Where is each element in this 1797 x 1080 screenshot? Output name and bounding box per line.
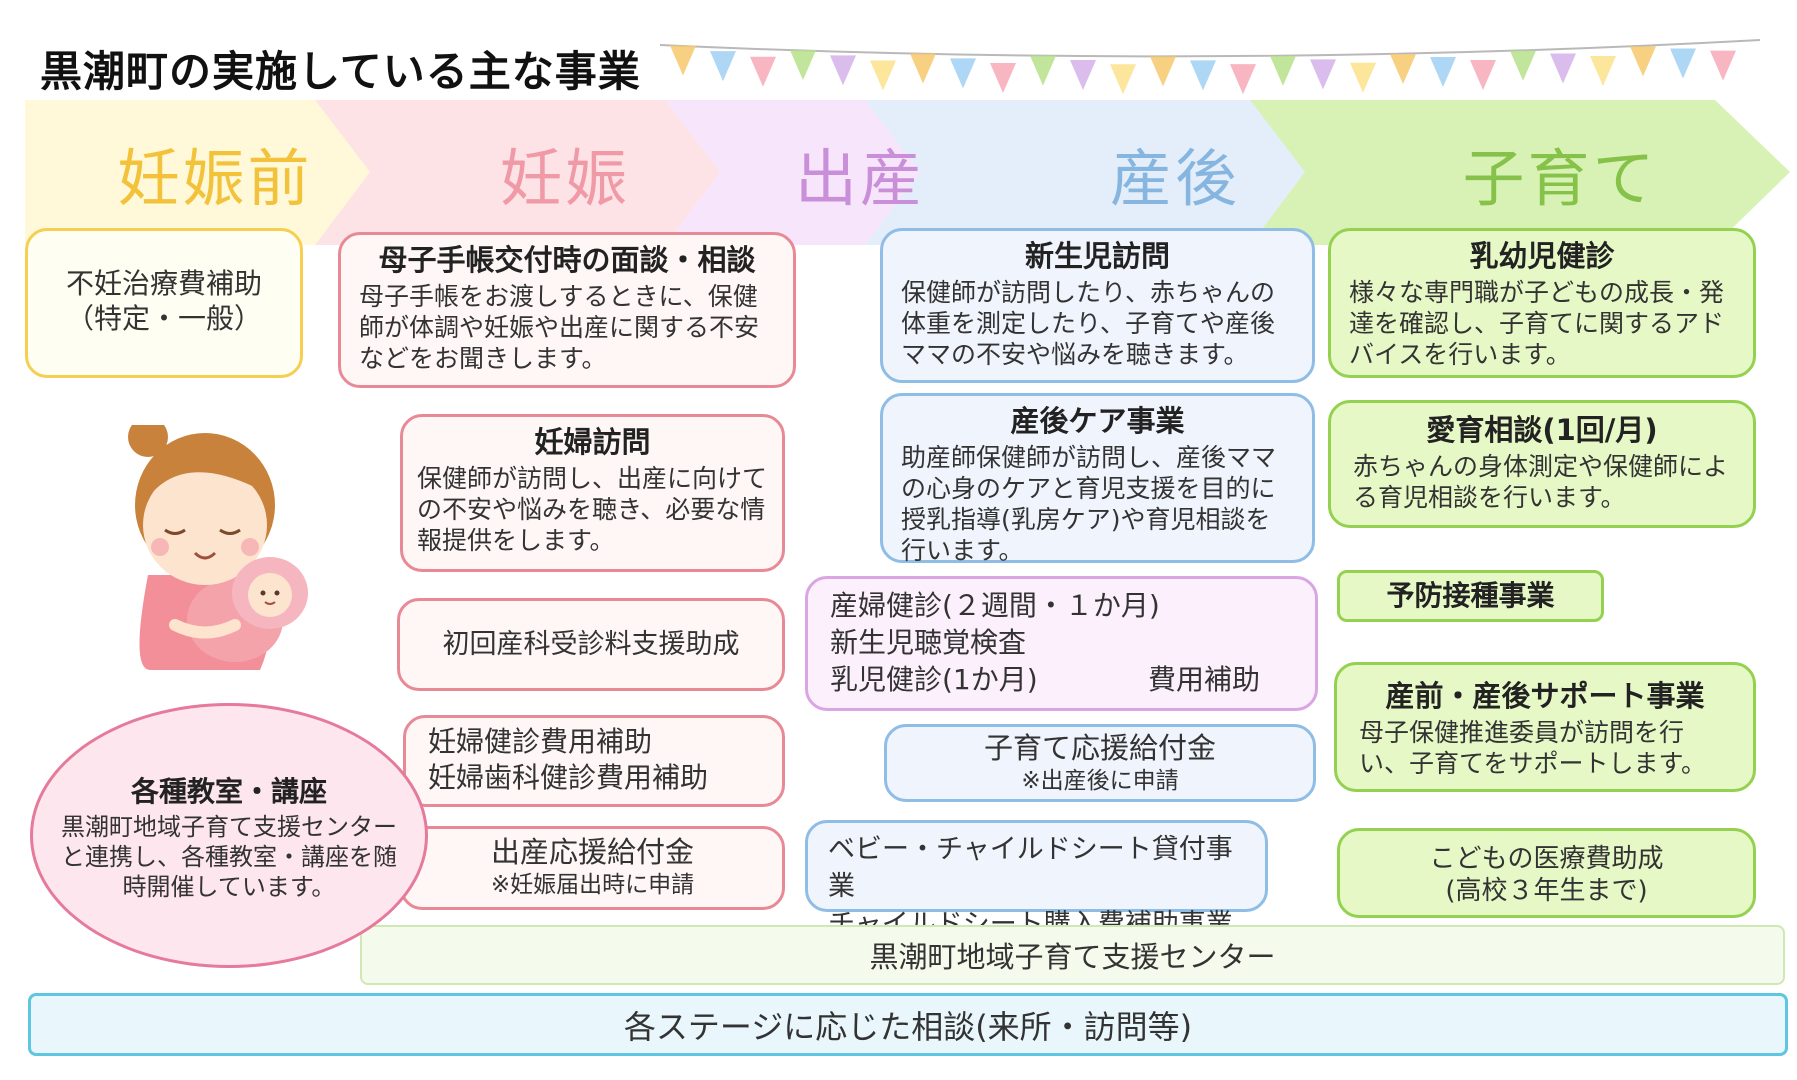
stage-label: 妊娠前 — [117, 141, 313, 215]
card-nyuyouji-kenshin: 乳幼児健診 様々な専門職が子どもの成長・発達を確認し、子育てに関するアドバイスを… — [1328, 228, 1756, 378]
card-line: ※出産後に申請 — [1021, 767, 1179, 794]
card-boshi-techo: 母子手帳交付時の面談・相談 母子手帳をお渡しするときに、保健師が体調や妊娠や出産… — [338, 232, 796, 388]
bunting-flag — [710, 51, 736, 82]
card-title: 産前・産後サポート事業 — [1385, 679, 1705, 713]
bunting-flag — [830, 55, 856, 86]
card-iryouhi-josei: こどもの医療費助成 (高校３年生まで) — [1337, 828, 1756, 918]
bunting-flag — [1510, 50, 1536, 81]
card-kosodate-kyufu: 子育て応援給付金 ※出産後に申請 — [884, 724, 1316, 802]
card-ninpu-kenshin: 妊婦健診費用補助 妊婦歯科健診費用補助 — [403, 715, 785, 807]
card-title: 産後ケア事業 — [1010, 404, 1185, 438]
card-body: 助産師保健師が訪問し、産後ママの心身のケアと育児支援を目的に授乳指導(乳房ケア)… — [901, 442, 1277, 565]
card-shokai-sanka: 初回産科受診料支援助成 — [397, 598, 785, 691]
card-body: 保健師が訪問し、出産に向けての不安や悩みを聴き、必要な情報提供をします。 — [417, 463, 768, 555]
card-line: 妊婦健診費用補助 — [428, 725, 653, 758]
bunting-flag — [950, 58, 976, 89]
card-line: 産婦健診(２週間・１か月) — [830, 589, 1160, 622]
bar-label: 黒潮町地域子育て支援センター — [869, 940, 1276, 974]
card-line: 出産応援給付金 — [490, 835, 694, 869]
card-shussan-kyufu: 出産応援給付金 ※妊娠届出時に申請 — [400, 826, 785, 910]
card-shinseiji-houmon: 新生児訪問 保健師が訪問したり、赤ちゃんの体重を測定したり、子育てや産後ママの不… — [880, 228, 1315, 383]
bunting-flag — [1590, 55, 1616, 86]
bunting-decoration — [660, 39, 1760, 95]
bunting-flag — [1110, 64, 1136, 95]
bunting-flag — [1150, 56, 1176, 87]
stage-label: 産後 — [1109, 141, 1240, 215]
card-body: 母子手帳をお渡しするときに、保健師が体調や妊娠や出産に関する不安などをお聞きしま… — [359, 281, 760, 373]
bunting-flag — [1310, 59, 1336, 90]
card-body: 黒潮町地域子育て支援センターと連携し、各種教室・講座を随時開催しています。 — [61, 812, 397, 901]
card-yobou-sesshu: 予防接種事業 — [1337, 570, 1604, 622]
card-text: 初回産科受診料支援助成 — [442, 628, 740, 660]
bunting-flag — [1070, 59, 1096, 90]
stage-label: 妊娠 — [499, 141, 630, 215]
card-funin: 不妊治療費補助 （特定・一般） — [25, 228, 303, 378]
card-sango-care: 産後ケア事業 助産師保健師が訪問し、産後ママの心身のケアと育児支援を目的に授乳指… — [880, 393, 1315, 565]
bar-label: 各ステージに応じた相談(来所・訪問等) — [623, 1007, 1193, 1046]
bar-shien-center: 黒潮町地域子育て支援センター — [360, 925, 1785, 985]
bunting-flag — [1670, 48, 1696, 79]
card-baby-seat: ベビー・チャイルドシート貸付事業 チャイルドシート購入費補助事業 — [805, 820, 1268, 940]
card-sanzen-sango-support: 産前・産後サポート事業 母子保健推進委員が訪問を行い、子育てをサポートします。 — [1334, 662, 1756, 792]
card-title: 乳幼児健診 — [1469, 239, 1615, 273]
bar-stage-soudan: 各ステージに応じた相談(来所・訪問等) — [28, 993, 1788, 1056]
card-line: （特定・一般） — [65, 301, 262, 335]
card-suffix: 費用補助 — [1148, 663, 1261, 697]
bunting-flag — [1550, 53, 1576, 84]
card-line: ベビー・チャイルドシート貸付事業 — [828, 834, 1233, 903]
card-body: 保健師が訪問したり、赤ちゃんの体重を測定したり、子育てや産後ママの不安や悩みを聴… — [901, 277, 1276, 369]
bunting-flag — [1630, 46, 1656, 77]
card-line: ※妊娠届出時に申請 — [490, 871, 695, 898]
stage-kosodate: 子育て — [1430, 100, 1690, 245]
card-text: 予防接種事業 — [1386, 578, 1555, 612]
card-line: こどもの医療費助成 — [1429, 844, 1664, 874]
card-body: 様々な専門職が子どもの成長・発達を確認し、子育てに関するアドバイスを行います。 — [1349, 277, 1725, 369]
card-title: 各種教室・講座 — [130, 774, 327, 808]
card-title: 愛育相談(1回/月) — [1426, 413, 1658, 447]
card-line: (高校３年生まで) — [1445, 876, 1648, 907]
card-title: 妊婦訪問 — [534, 425, 651, 459]
bunting-flag — [1710, 50, 1736, 81]
bunting-flag — [1230, 64, 1256, 95]
card-line: 妊婦歯科健診費用補助 — [428, 761, 709, 795]
stage-sango: 産後 — [1050, 100, 1300, 245]
bunting-flag — [1270, 55, 1296, 86]
bunting-flag — [1190, 60, 1216, 91]
bunting-flag — [670, 45, 696, 76]
card-aiiku-soudan: 愛育相談(1回/月) 赤ちゃんの身体測定や保健師による育児相談を行います。 — [1328, 400, 1756, 528]
stage-ninshinmae: 妊娠前 — [100, 100, 330, 245]
bunting-flag — [1470, 59, 1496, 90]
card-kyoshitsu-kouza: 各種教室・講座 黒潮町地域子育て支援センターと連携し、各種教室・講座を随時開催し… — [30, 703, 428, 968]
card-ninpu-houmon: 妊婦訪問 保健師が訪問し、出産に向けての不安や悩みを聴き、必要な情報提供をします… — [400, 414, 785, 572]
bunting-flag — [1030, 55, 1056, 86]
page-title: 黒潮町の実施している主な事業 — [40, 47, 641, 96]
card-title: 母子手帳交付時の面談・相談 — [378, 243, 756, 277]
stage-shussan: 出産 — [770, 100, 950, 245]
stage-label: 出産 — [794, 141, 925, 215]
bunting-flag — [1350, 62, 1376, 93]
stage-arrows — [25, 100, 1790, 245]
card-line: 不妊治療費補助 — [65, 267, 262, 300]
card-body: 母子保健推進委員が訪問を行い、子育てをサポートします。 — [1359, 717, 1707, 778]
bunting-flag — [790, 50, 816, 81]
stage-ninshin: 妊娠 — [440, 100, 690, 245]
bunting-flag — [1430, 57, 1456, 88]
bunting-flag — [750, 56, 776, 87]
card-body: 赤ちゃんの身体測定や保健師による育児相談を行います。 — [1353, 451, 1729, 512]
card-title: 新生児訪問 — [1024, 239, 1170, 273]
card-sanpu-kenshin: 産婦健診(２週間・１か月) 新生児聴覚検査 乳児健診(1か月) 費用補助 — [805, 576, 1318, 711]
card-line: 子育て応援給付金 — [983, 731, 1216, 765]
stage-label: 子育て — [1462, 141, 1658, 215]
bunting-flag — [910, 53, 936, 84]
bunting-flag — [870, 60, 896, 91]
pregnant-mother-illustration — [128, 425, 308, 670]
bunting-flag — [990, 63, 1016, 94]
card-line: 乳児健診(1か月) — [830, 663, 1038, 697]
bunting-flag — [1390, 53, 1416, 84]
card-line: 新生児聴覚検査 — [830, 626, 1027, 660]
